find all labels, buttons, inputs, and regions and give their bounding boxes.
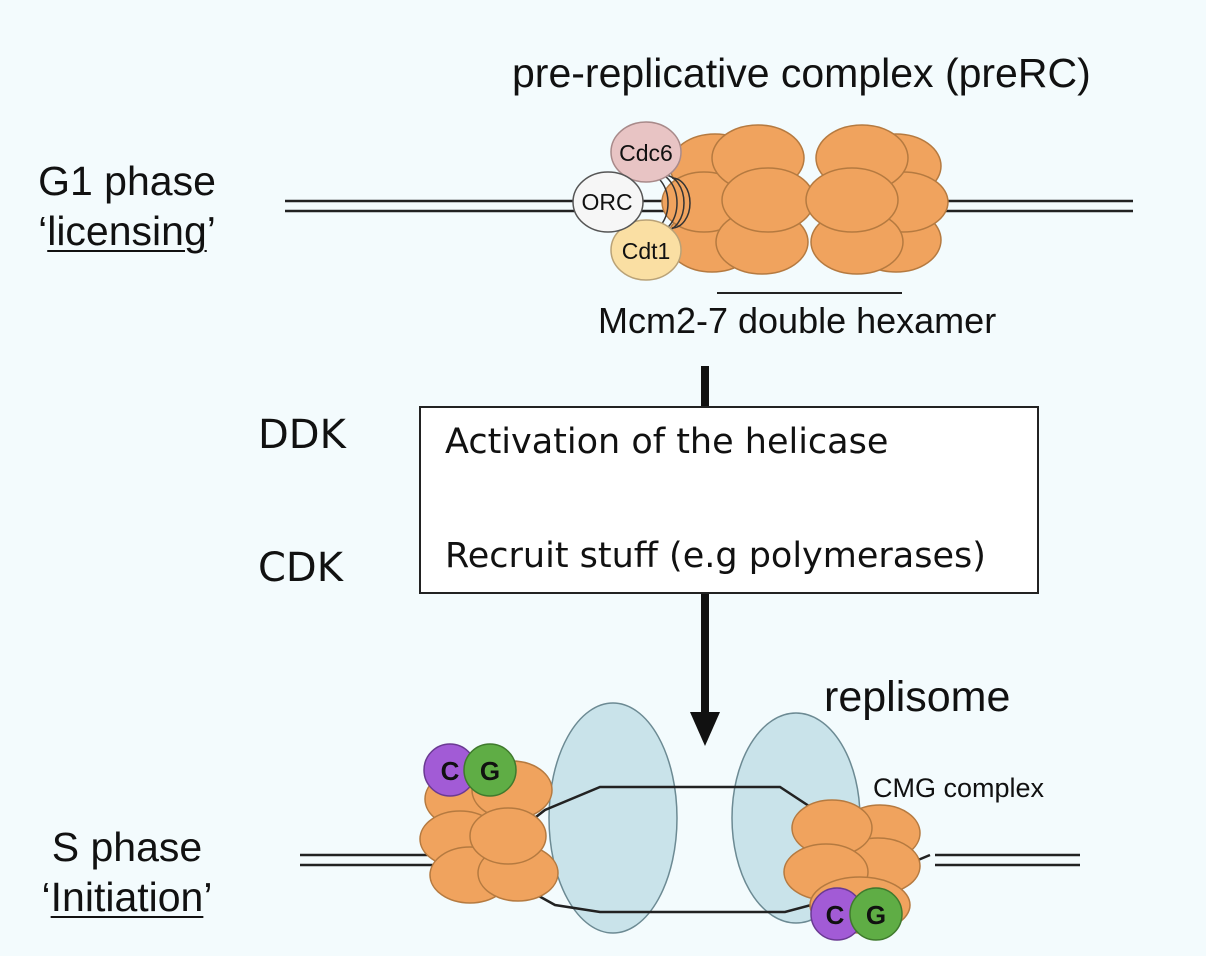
cmg-complex-label: CMG complex [873, 773, 1045, 803]
step-recruit: Recruit stuff (e.g polymerases) [445, 536, 986, 576]
g1-phase-name: G1 phase [38, 158, 216, 204]
cdc6-subunit [610, 121, 682, 183]
orc-subunit [572, 171, 644, 233]
ddk-label: DDK [258, 412, 346, 458]
licensing-word: licensing [47, 208, 207, 254]
right-c-label: C [826, 900, 845, 930]
s-phase-name: S phase [51, 824, 203, 870]
activation-steps-box: Activation of the helicase Recruit stuff… [419, 406, 1039, 594]
diagram-title: pre-replicative complex (preRC) [512, 50, 1091, 96]
orc-label: ORC [581, 189, 632, 215]
pathway-arrowhead [690, 712, 720, 746]
right-g-label: G [866, 900, 886, 930]
left-polymerase [548, 702, 678, 934]
mcm-label: Mcm2-7 double hexamer [598, 300, 996, 341]
g1-phase-label: G1 phase ‘licensing’ [22, 156, 232, 256]
left-c-label: C [441, 756, 460, 786]
left-gins [463, 743, 517, 797]
s-phase-label: S phase ‘Initiation’ [22, 822, 232, 922]
cdt1-label: Cdt1 [622, 238, 671, 264]
g1-phase-subtitle: ‘licensing’ [38, 208, 216, 254]
initiation-word: Initiation [50, 874, 204, 920]
s-dna [300, 853, 1080, 867]
cdc6-label: Cdc6 [619, 140, 673, 166]
left-g-label: G [480, 756, 500, 786]
replisome-title: replisome [824, 673, 1010, 721]
s-phase-subtitle: ‘Initiation’ [41, 874, 213, 920]
right-gins [849, 887, 903, 941]
step-activation: Activation of the helicase [445, 422, 889, 462]
cdk-label: CDK [258, 545, 343, 591]
mcm-double-hexamer [661, 124, 949, 275]
cdt1-subunit [610, 219, 682, 281]
